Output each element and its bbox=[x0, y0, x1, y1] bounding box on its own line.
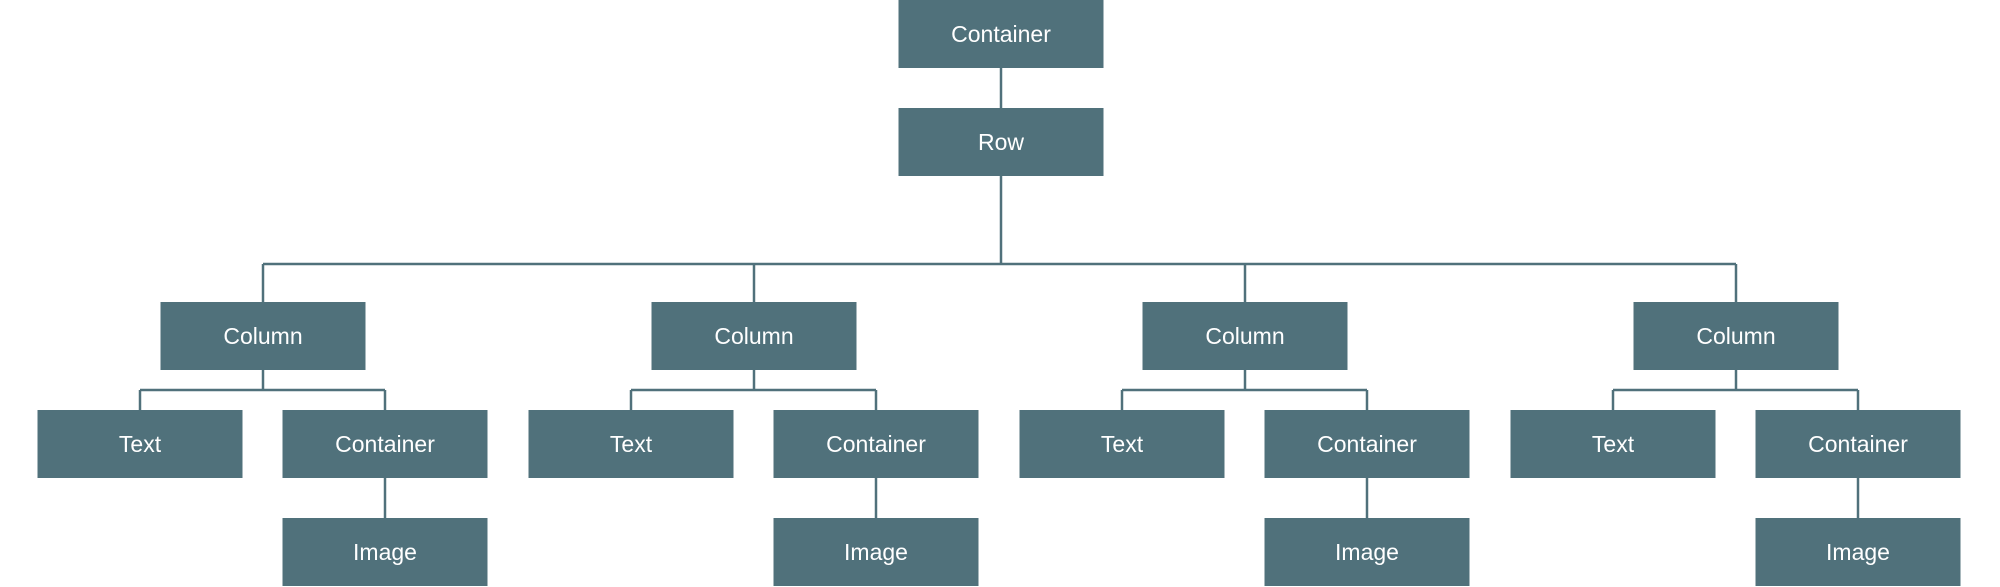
node-text-4-label: Text bbox=[1592, 431, 1635, 457]
node-container-2-box bbox=[773, 410, 979, 478]
node-image-3: Image bbox=[1264, 518, 1470, 586]
node-container-1-label: Container bbox=[335, 431, 435, 457]
node-container-1-box bbox=[282, 410, 488, 478]
node-root-container-label: Container bbox=[951, 21, 1051, 47]
node-container-3-box bbox=[1264, 410, 1470, 478]
node-text-3-box bbox=[1019, 410, 1225, 478]
node-image-1: Image bbox=[282, 518, 488, 586]
node-container-3-label: Container bbox=[1317, 431, 1417, 457]
node-image-4: Image bbox=[1755, 518, 1961, 586]
node-column-1-label: Column bbox=[223, 323, 302, 349]
node-text-4-box bbox=[1510, 410, 1716, 478]
node-text-3-label: Text bbox=[1101, 431, 1144, 457]
node-text-2: Text bbox=[528, 410, 734, 478]
node-text-1-label: Text bbox=[119, 431, 162, 457]
node-column-2-box bbox=[651, 302, 857, 370]
node-column-2-label: Column bbox=[714, 323, 793, 349]
node-text-1-box bbox=[37, 410, 243, 478]
node-text-3: Text bbox=[1019, 410, 1225, 478]
node-image-1-box bbox=[282, 518, 488, 586]
node-image-3-label: Image bbox=[1335, 539, 1399, 565]
node-column-3-box bbox=[1142, 302, 1348, 370]
node-root-container: Container bbox=[898, 0, 1104, 68]
node-row: Row bbox=[898, 108, 1104, 176]
node-column-4: Column bbox=[1633, 302, 1839, 370]
node-container-2-label: Container bbox=[826, 431, 926, 457]
node-image-4-label: Image bbox=[1826, 539, 1890, 565]
node-text-4: Text bbox=[1510, 410, 1716, 478]
node-text-1: Text bbox=[37, 410, 243, 478]
node-text-2-box bbox=[528, 410, 734, 478]
node-column-1-box bbox=[160, 302, 366, 370]
node-container-2: Container bbox=[773, 410, 979, 478]
node-column-2: Column bbox=[651, 302, 857, 370]
node-text-2-label: Text bbox=[610, 431, 653, 457]
node-image-4-box bbox=[1755, 518, 1961, 586]
node-container-4-box bbox=[1755, 410, 1961, 478]
node-image-1-label: Image bbox=[353, 539, 417, 565]
node-container-3: Container bbox=[1264, 410, 1470, 478]
node-column-4-label: Column bbox=[1696, 323, 1775, 349]
tree-connectors bbox=[138, 68, 1860, 518]
node-column-3: Column bbox=[1142, 302, 1348, 370]
node-container-4: Container bbox=[1755, 410, 1961, 478]
node-row-box bbox=[898, 108, 1104, 176]
node-container-1: Container bbox=[282, 410, 488, 478]
node-image-2: Image bbox=[773, 518, 979, 586]
node-column-3-label: Column bbox=[1205, 323, 1284, 349]
node-column-1: Column bbox=[160, 302, 366, 370]
node-image-3-box bbox=[1264, 518, 1470, 586]
node-column-4-box bbox=[1633, 302, 1839, 370]
node-image-2-label: Image bbox=[844, 539, 908, 565]
node-image-2-box bbox=[773, 518, 979, 586]
node-root-container-box bbox=[898, 0, 1104, 68]
node-row-label: Row bbox=[978, 129, 1024, 155]
node-container-4-label: Container bbox=[1808, 431, 1908, 457]
